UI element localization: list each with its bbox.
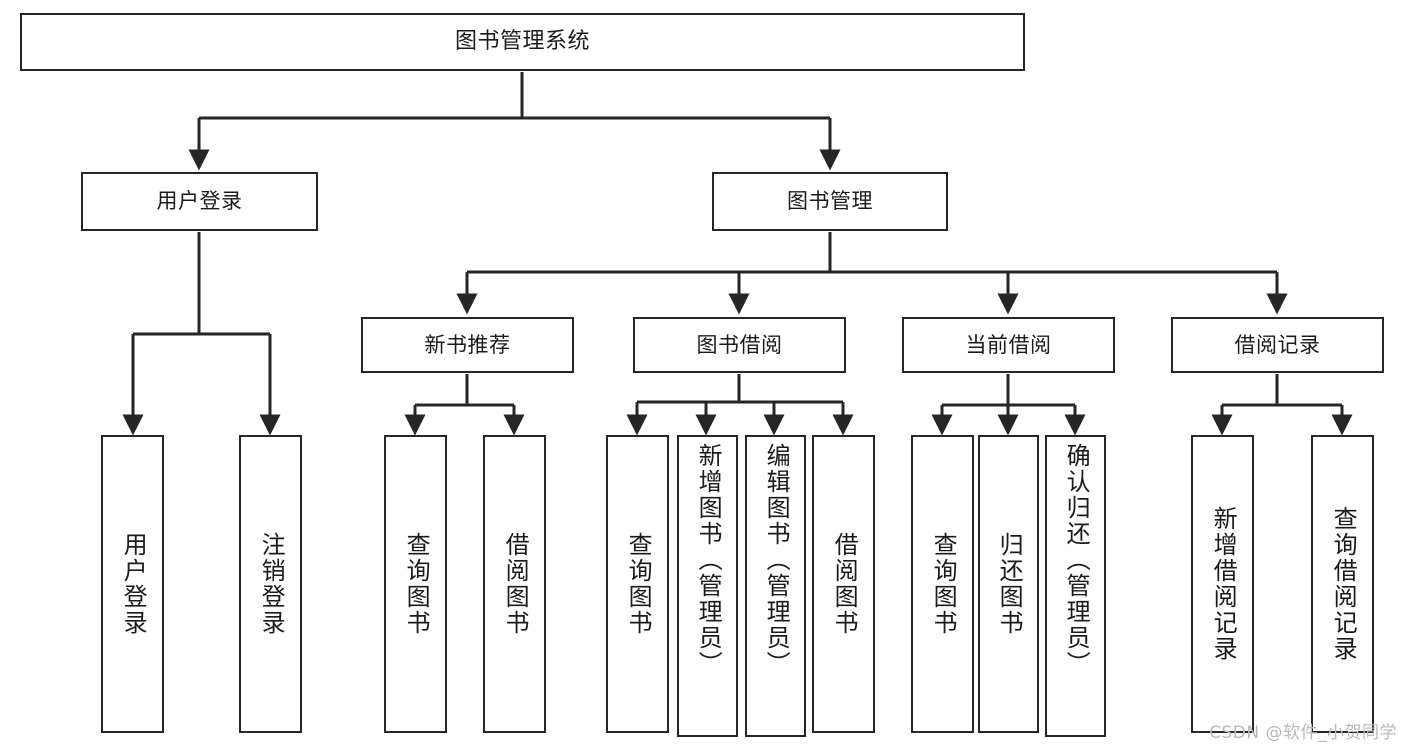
csdn-watermark: CSDN @软件_小贺同学 (1209, 723, 1397, 743)
node-label: 图书管理 (787, 189, 873, 214)
node-label: 用户登录 (119, 532, 148, 636)
node-label: 查询图书 (929, 532, 958, 636)
node-label: 借阅图书 (830, 532, 859, 636)
node-label: 查询图书 (402, 532, 431, 636)
node-root-book-management-system[interactable]: 图书管理系统 (20, 13, 1025, 71)
node-label: 归还图书 (995, 532, 1024, 636)
node-label: 当前借阅 (965, 332, 1052, 357)
leaf-user-login[interactable]: 用户登录 (101, 435, 164, 733)
leaf-query-book-recommend[interactable]: 查询图书 (384, 435, 447, 733)
node-book-borrowing[interactable]: 图书借阅 (633, 317, 846, 373)
node-label: 查询借阅记录 (1329, 506, 1358, 662)
node-borrowing-record[interactable]: 借阅记录 (1171, 317, 1384, 373)
node-new-book-recommendation[interactable]: 新书推荐 (361, 317, 574, 373)
leaf-borrow-book-recommend[interactable]: 借阅图书 (483, 435, 546, 733)
node-label: 编辑图书（管理员） (762, 443, 791, 677)
node-label: 图书管理系统 (454, 29, 590, 55)
node-label: 注销登录 (257, 532, 286, 636)
node-book-management[interactable]: 图书管理 (712, 172, 948, 231)
leaf-add-borrow-record[interactable]: 新增借阅记录 (1191, 435, 1254, 733)
leaf-borrow-book[interactable]: 借阅图书 (812, 435, 875, 733)
leaf-return-book[interactable]: 归还图书 (978, 435, 1039, 733)
node-label: 用户登录 (156, 189, 243, 214)
node-current-borrowing[interactable]: 当前借阅 (902, 317, 1115, 373)
leaf-query-book-borrow[interactable]: 查询图书 (606, 435, 669, 733)
leaf-edit-book-admin[interactable]: 编辑图书（管理员） (745, 435, 806, 737)
leaf-logout[interactable]: 注销登录 (239, 435, 302, 733)
node-label: 查询图书 (624, 532, 653, 636)
leaf-query-borrow-record[interactable]: 查询借阅记录 (1311, 435, 1374, 733)
leaf-confirm-return-admin[interactable]: 确认归还（管理员） (1045, 435, 1106, 737)
node-label: 借阅图书 (501, 532, 530, 636)
node-label: 新增借阅记录 (1209, 506, 1238, 662)
node-label: 新增图书（管理员） (694, 443, 723, 677)
node-label: 图书借阅 (696, 332, 783, 357)
node-label: 确认归还（管理员） (1062, 443, 1091, 677)
leaf-add-book-admin[interactable]: 新增图书（管理员） (677, 435, 738, 737)
node-user-login[interactable]: 用户登录 (81, 172, 318, 231)
leaf-query-book-current[interactable]: 查询图书 (911, 435, 974, 733)
node-label: 借阅记录 (1234, 332, 1321, 357)
node-label: 新书推荐 (424, 332, 511, 357)
